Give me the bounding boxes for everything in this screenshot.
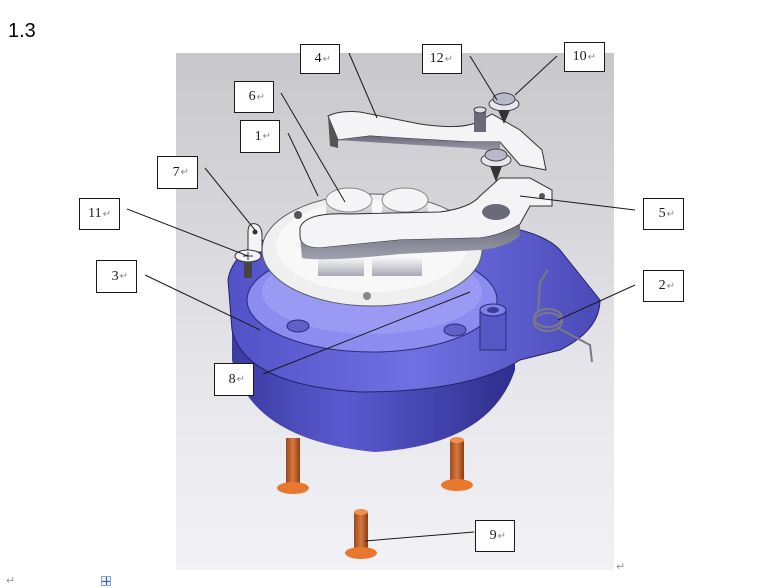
- tab-and-screw: [234, 223, 263, 278]
- callout-7: 7↵: [157, 156, 198, 189]
- callout-2: 2↵: [643, 270, 684, 302]
- leader-lines: [126, 52, 636, 542]
- callout-9: 9↵: [475, 520, 515, 552]
- callout-12: 12↵: [422, 44, 462, 74]
- paragraph-mark-end: ↵: [6, 575, 16, 587]
- lower-lever: [299, 177, 553, 260]
- paragraph-mark-figure: ↵: [616, 561, 626, 573]
- callout-8: 8↵: [214, 363, 254, 396]
- section-heading: 1.3: [8, 20, 36, 42]
- callout-5: 5↵: [643, 198, 684, 230]
- callout-11: 11↵: [79, 198, 120, 230]
- fasteners: [473, 92, 520, 182]
- spring: [533, 269, 593, 363]
- callout-3: 3↵: [96, 260, 137, 293]
- callout-4: 4↵: [300, 44, 340, 74]
- object-anchor-icon[interactable]: [101, 576, 111, 586]
- callout-1: 1↵: [240, 120, 280, 153]
- upper-lever: [327, 111, 547, 171]
- callout-6: 6↵: [234, 81, 274, 113]
- callout-10: 10↵: [564, 42, 605, 72]
- screw-group: [277, 437, 473, 559]
